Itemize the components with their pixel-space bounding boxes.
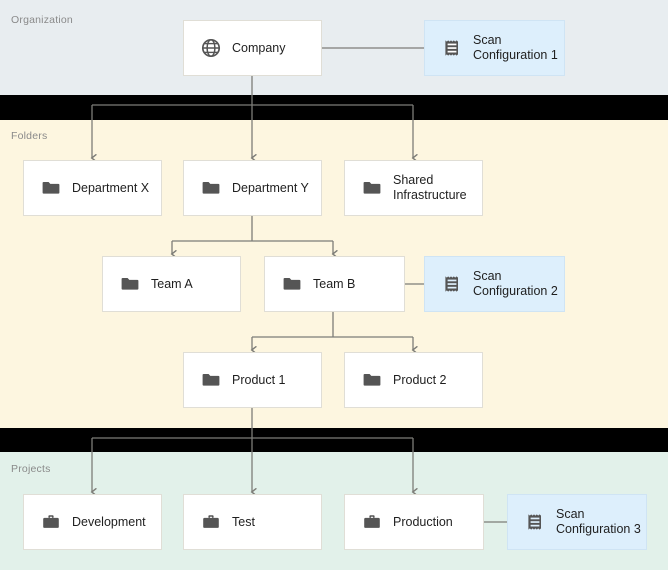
node-company[interactable]: Company	[183, 20, 322, 76]
node-label: Scan Configuration 1	[473, 33, 558, 62]
folder-icon	[362, 178, 382, 198]
node-team-b[interactable]: Team B	[264, 256, 405, 312]
node-label: Development	[72, 514, 146, 529]
node-team-a[interactable]: Team A	[102, 256, 241, 312]
node-label: Product 1	[232, 372, 286, 387]
scan-configuration-icon	[442, 38, 462, 58]
folder-icon	[120, 274, 140, 294]
organization-band-label: Organization	[11, 14, 73, 26]
node-scan-configuration-2[interactable]: Scan Configuration 2	[424, 256, 565, 312]
node-label: Production	[393, 514, 453, 529]
scan-configuration-icon	[525, 512, 545, 532]
node-scan-configuration-1[interactable]: Scan Configuration 1	[424, 20, 565, 76]
briefcase-icon	[201, 512, 221, 532]
node-label: Company	[232, 40, 286, 55]
node-label: Scan Configuration 2	[473, 269, 558, 298]
node-scan-configuration-3[interactable]: Scan Configuration 3	[507, 494, 647, 550]
node-label: Test	[232, 514, 255, 529]
node-label: Department X	[72, 180, 150, 195]
node-shared-infrastructure[interactable]: Shared Infrastructure	[344, 160, 483, 216]
node-development[interactable]: Development	[23, 494, 162, 550]
node-test[interactable]: Test	[183, 494, 322, 550]
band-separator-bottom	[0, 428, 668, 452]
briefcase-icon	[362, 512, 382, 532]
folder-icon	[282, 274, 302, 294]
folder-icon	[201, 370, 221, 390]
folder-icon	[201, 178, 221, 198]
folders-band-label: Folders	[11, 130, 48, 142]
node-production[interactable]: Production	[344, 494, 484, 550]
node-product-1[interactable]: Product 1	[183, 352, 322, 408]
node-department-x[interactable]: Department X	[23, 160, 162, 216]
scan-configuration-icon	[442, 274, 462, 294]
node-label: Product 2	[393, 372, 447, 387]
node-label: Shared Infrastructure	[393, 173, 467, 202]
folder-icon	[362, 370, 382, 390]
globe-icon	[201, 38, 221, 58]
organization-band	[0, 0, 668, 95]
band-separator-top	[0, 95, 668, 120]
node-label: Team A	[151, 276, 193, 291]
briefcase-icon	[41, 512, 61, 532]
folder-icon	[41, 178, 61, 198]
node-product-2[interactable]: Product 2	[344, 352, 483, 408]
node-label: Team B	[313, 276, 356, 291]
node-department-y[interactable]: Department Y	[183, 160, 322, 216]
projects-band-label: Projects	[11, 463, 51, 475]
node-label: Department Y	[232, 180, 309, 195]
node-label: Scan Configuration 3	[556, 507, 641, 536]
